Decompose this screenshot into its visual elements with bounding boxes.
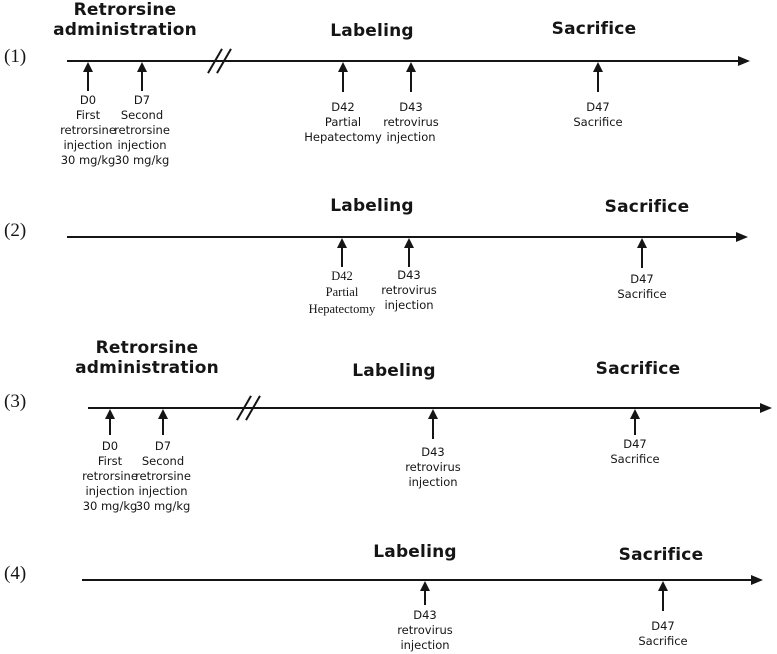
event-description: Sacrifice (610, 451, 660, 466)
event-label-d47: D47 Sacrifice (543, 100, 653, 130)
event-day: D47 (630, 272, 654, 286)
event-label-d43: D43 retrovirus injection (378, 445, 488, 490)
timeline-axis (88, 407, 760, 409)
event-arrow-icon (420, 581, 430, 591)
event-arrow-stem (341, 246, 343, 267)
event-description: retrovirus injection (405, 459, 461, 489)
event-day: D43 (399, 100, 423, 114)
event-arrow-stem (162, 417, 164, 435)
event-arrow-icon (637, 238, 647, 248)
event-arrow-icon (338, 62, 348, 72)
event-arrow-icon (406, 62, 416, 72)
phase-label-sacrifice: Sacrifice (618, 545, 704, 565)
timeline-arrowhead-icon (738, 56, 750, 66)
timeline-axis (82, 579, 751, 581)
event-description: Sacrifice (573, 114, 623, 129)
phase-label-labeling: Labeling (330, 21, 414, 41)
event-day: D7 (133, 93, 151, 107)
event-label-d43: D43 retrovirus injection (356, 100, 466, 145)
event-day: D0 (79, 93, 97, 107)
event-arrow-icon (83, 62, 93, 72)
event-description: First retrorsine injection 30 mg/kg (60, 107, 116, 167)
event-arrow-icon (428, 409, 438, 419)
event-label-d47: D47 Sacrifice (608, 619, 718, 649)
event-day: D7 (154, 439, 172, 453)
event-day: D43 (413, 608, 437, 622)
event-arrow-stem (408, 246, 410, 267)
event-description: retrovirus injection (383, 114, 439, 144)
event-description: Partial Hepatectomy (304, 114, 382, 144)
event-description: Partial Hepatectomy (308, 285, 376, 316)
event-arrow-stem (662, 589, 664, 611)
event-day: D42 (331, 269, 353, 283)
phase-label-sacrifice: Sacrifice (604, 197, 690, 217)
timeline-arrowhead-icon (760, 403, 772, 413)
event-description: retrovirus injection (381, 282, 437, 312)
event-label-d47: D47 Sacrifice (587, 272, 697, 302)
timeline-axis (67, 236, 736, 238)
event-label-d7: D7 Second retrorsine injection 30 mg/kg (87, 93, 197, 168)
phase-label-labeling: Labeling (330, 196, 414, 216)
event-arrow-stem (432, 417, 434, 439)
event-label-d0: D0 First retrorsine injection 30 mg/kg (55, 439, 165, 514)
event-description: Second retrorsine injection 30 mg/kg (114, 107, 170, 167)
event-arrow-stem (342, 70, 344, 92)
event-arrow-stem (424, 589, 426, 605)
event-arrow-stem (597, 70, 599, 92)
event-arrow-icon (105, 409, 115, 419)
phase-label-sacrifice: Sacrifice (551, 19, 637, 39)
timeline-arrowhead-icon (751, 575, 763, 585)
event-arrow-stem (410, 70, 412, 92)
event-arrow-icon (404, 238, 414, 248)
phase-label-labeling: Labeling (352, 361, 436, 381)
timeline-3-number: (3) (4, 391, 27, 412)
phase-label-labeling: Labeling (373, 542, 457, 562)
event-arrow-icon (658, 581, 668, 591)
event-label-d42: D42 Partial Hepatectomy (288, 100, 398, 145)
timeline-axis (67, 60, 738, 62)
event-arrow-stem (641, 246, 643, 268)
event-label-d43: D43 retrovirus injection (370, 608, 480, 653)
event-day: D43 (421, 445, 445, 459)
event-label-d43: D43 retrovirus injection (354, 268, 464, 313)
event-arrow-stem (109, 417, 111, 435)
event-label-d47: D47 Sacrifice (580, 437, 690, 467)
event-arrow-stem (634, 417, 636, 435)
event-day: D47 (586, 100, 610, 114)
phase-label-sacrifice: Sacrifice (595, 359, 681, 379)
event-day: D42 (331, 100, 355, 114)
event-label-d7: D7 Second retrorsine injection 30 mg/kg (108, 439, 218, 514)
timeline-2-number: (2) (4, 220, 27, 241)
event-description: Sacrifice (638, 633, 688, 648)
event-arrow-icon (593, 62, 603, 72)
event-label-d42: D42 Partial Hepatectomy (287, 268, 397, 317)
event-description: First retrorsine injection 30 mg/kg (82, 453, 138, 513)
event-label-d0: D0 First retrorsine injection 30 mg/kg (33, 93, 143, 168)
event-arrow-icon (630, 409, 640, 419)
phase-label-retrorsine-administration: Retrorsine administration (53, 0, 197, 40)
event-description: Second retrorsine injection 30 mg/kg (135, 453, 191, 513)
timeline-arrowhead-icon (736, 232, 748, 242)
phase-label-retrorsine-administration: Retrorsine administration (75, 338, 219, 378)
event-description: retrovirus injection (397, 622, 453, 652)
event-arrow-stem (87, 70, 89, 91)
event-arrow-icon (337, 238, 347, 248)
event-arrow-icon (137, 62, 147, 72)
event-day: D47 (623, 437, 647, 451)
event-description: Sacrifice (617, 286, 667, 301)
event-day: D47 (651, 619, 675, 633)
event-arrow-icon (158, 409, 168, 419)
timeline-4-number: (4) (4, 563, 27, 584)
event-day: D0 (101, 439, 119, 453)
timeline-1-number: (1) (4, 46, 27, 67)
event-arrow-stem (141, 70, 143, 91)
event-day: D43 (397, 268, 421, 282)
